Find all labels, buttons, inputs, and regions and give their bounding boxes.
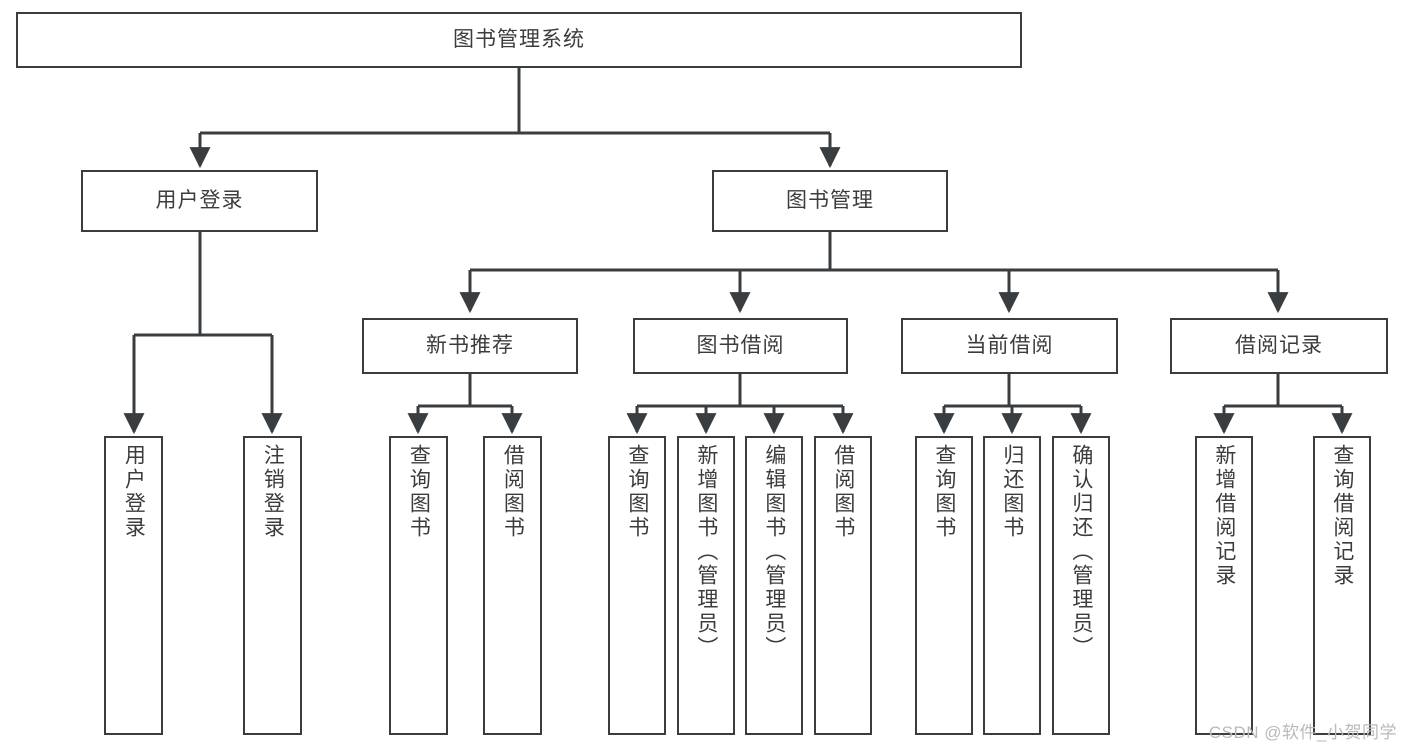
leaf-user-login[interactable]: 用户登录 xyxy=(104,436,163,735)
node-label: 编辑图书（管理员） xyxy=(762,444,786,660)
node-label: 确认归还（管理员） xyxy=(1069,444,1093,660)
node-label: 借阅图书 xyxy=(831,444,855,540)
node-label: 借阅记录 xyxy=(1235,334,1323,358)
node-label: 图书管理系统 xyxy=(453,28,585,52)
csdn-watermark: CSDN @软件_小贺同学 xyxy=(1208,723,1397,742)
leaf-confirm-return-admin[interactable]: 确认归还（管理员） xyxy=(1052,436,1110,735)
node-book-management-group[interactable]: 图书管理 xyxy=(712,170,948,232)
node-label: 借阅图书 xyxy=(501,444,525,540)
leaf-query-book-new[interactable]: 查询图书 xyxy=(389,436,448,735)
leaf-query-borrow-record[interactable]: 查询借阅记录 xyxy=(1313,436,1371,735)
leaf-query-book-current[interactable]: 查询图书 xyxy=(915,436,973,735)
node-label: 图书借阅 xyxy=(696,334,785,358)
node-label: 归还图书 xyxy=(1000,444,1024,540)
node-label: 用户登录 xyxy=(155,189,244,213)
leaf-return-book[interactable]: 归还图书 xyxy=(983,436,1041,735)
node-book-borrow[interactable]: 图书借阅 xyxy=(633,318,848,374)
node-borrow-record[interactable]: 借阅记录 xyxy=(1170,318,1388,374)
node-root-system[interactable]: 图书管理系统 xyxy=(16,12,1022,68)
node-label: 当前借阅 xyxy=(965,334,1054,358)
leaf-borrow-book-new[interactable]: 借阅图书 xyxy=(483,436,542,735)
node-new-book-recommend[interactable]: 新书推荐 xyxy=(362,318,578,374)
node-label: 查询图书 xyxy=(625,444,649,540)
leaf-user-logout[interactable]: 注销登录 xyxy=(243,436,302,735)
leaf-add-book-admin[interactable]: 新增图书（管理员） xyxy=(677,436,735,735)
leaf-edit-book-admin[interactable]: 编辑图书（管理员） xyxy=(745,436,803,735)
node-current-borrow[interactable]: 当前借阅 xyxy=(901,318,1118,374)
node-label: 新书推荐 xyxy=(426,334,514,358)
leaf-query-book[interactable]: 查询图书 xyxy=(608,436,666,735)
node-label: 查询图书 xyxy=(407,444,431,540)
node-user-login-group[interactable]: 用户登录 xyxy=(81,170,318,232)
node-label: 新增图书（管理员） xyxy=(694,444,718,660)
node-label: 用户登录 xyxy=(122,444,146,540)
node-label: 查询借阅记录 xyxy=(1330,444,1354,588)
node-label: 新增借阅记录 xyxy=(1212,444,1236,588)
node-label: 图书管理 xyxy=(786,189,874,213)
node-label: 查询图书 xyxy=(932,444,956,540)
node-label: 注销登录 xyxy=(261,444,285,540)
leaf-borrow-book[interactable]: 借阅图书 xyxy=(814,436,872,735)
leaf-add-borrow-record[interactable]: 新增借阅记录 xyxy=(1195,436,1253,735)
